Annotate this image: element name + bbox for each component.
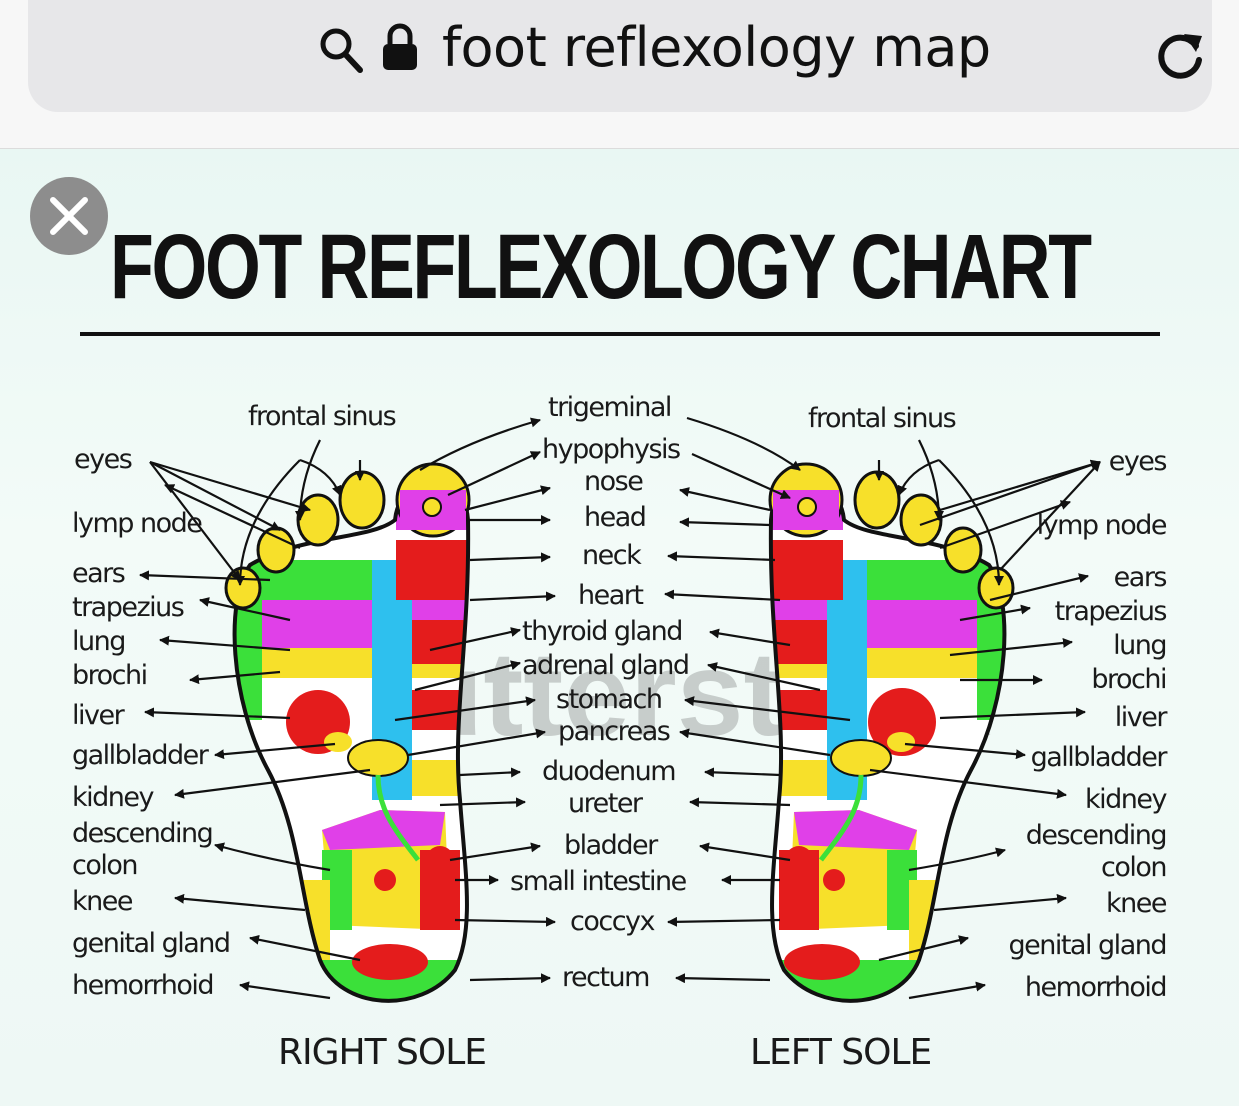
- label-descending-right: descending: [72, 818, 212, 849]
- address-bar[interactable]: foot reflexology map: [28, 0, 1212, 112]
- label-colon-left: colon: [1101, 852, 1166, 883]
- label-trigeminal: trigeminal: [548, 392, 671, 423]
- label-head: head: [584, 502, 645, 533]
- label-ears-left: ears: [1114, 562, 1167, 593]
- right-sole-label: RIGHT SOLE: [278, 1032, 486, 1073]
- label-adrenal-gland: adrenal gland: [522, 650, 688, 681]
- leader-lines: [139, 416, 1101, 1000]
- label-thyroid-gland: thyroid gland: [522, 616, 682, 647]
- label-hemorrhoid-right: hemorrhoid: [72, 970, 213, 1001]
- label-liver-left: liver: [1115, 702, 1169, 733]
- label-genital-gland-left: genital gland: [1008, 930, 1166, 961]
- label-pancreas: pancreas: [558, 716, 670, 747]
- label-descending-left: descending: [1026, 820, 1166, 851]
- label-gallbladder-right: gallbladder: [72, 740, 210, 771]
- label-ears-right: ears: [72, 558, 125, 589]
- label-knee-left: knee: [1106, 888, 1167, 919]
- label-kidney-left: kidney: [1085, 784, 1167, 815]
- label-liver-right: liver: [72, 700, 126, 731]
- label-brochi-right: brochi: [72, 660, 147, 691]
- label-nose: nose: [584, 466, 643, 497]
- label-bladder: bladder: [564, 830, 659, 861]
- label-brochi-left: brochi: [1091, 664, 1166, 695]
- label-lung-left: lung: [1113, 630, 1166, 661]
- image-viewer: FOOT REFLEXOLOGY CHART shutterstock: [0, 149, 1239, 1106]
- reload-icon[interactable]: [1150, 24, 1210, 84]
- label-hypophysis: hypophysis: [542, 434, 680, 465]
- title-underline: [80, 332, 1160, 336]
- lock-icon: [383, 23, 417, 70]
- close-button[interactable]: [30, 177, 108, 255]
- url-text[interactable]: foot reflexology map: [442, 16, 991, 79]
- close-icon: [50, 197, 88, 235]
- label-frontal-sinus-left: frontal sinus: [808, 403, 956, 434]
- left-sole-label: LEFT SOLE: [750, 1032, 931, 1073]
- label-hemorrhoid-left: hemorrhoid: [1025, 972, 1166, 1003]
- label-heart: heart: [578, 580, 643, 611]
- label-genital-gland-right: genital gland: [72, 928, 230, 959]
- label-colon-right: colon: [72, 850, 137, 881]
- label-trapezius-right: trapezius: [72, 592, 184, 623]
- left-sole-foot: [768, 462, 1015, 1003]
- label-eyes-left: eyes: [1109, 446, 1167, 477]
- right-sole-foot: [224, 462, 471, 1003]
- chart-labels: frontal sinus frontal sinus trigeminal h…: [72, 392, 1170, 1073]
- foot-reflexology-illustration: shutterstock: [72, 392, 1170, 1073]
- label-lymp-node-right: lymp node: [72, 508, 202, 539]
- label-coccyx: coccyx: [570, 906, 656, 937]
- label-ureter: ureter: [568, 788, 644, 819]
- label-trapezius-left: trapezius: [1055, 596, 1167, 627]
- label-duodenum: duodenum: [542, 756, 675, 787]
- label-lymp-node-left: lymp node: [1037, 510, 1167, 541]
- browser-toolbar: foot reflexology map: [0, 0, 1239, 149]
- label-stomach: stomach: [556, 684, 661, 715]
- label-knee-right: knee: [72, 886, 133, 917]
- label-neck: neck: [582, 540, 642, 571]
- label-kidney-right: kidney: [72, 782, 154, 813]
- label-small-intestine: small intestine: [510, 866, 687, 897]
- label-gallbladder-left: gallbladder: [1031, 742, 1169, 773]
- search-icon: [320, 28, 363, 73]
- label-lung-right: lung: [72, 626, 125, 657]
- label-eyes-right: eyes: [74, 444, 132, 475]
- label-rectum: rectum: [562, 962, 649, 993]
- label-frontal-sinus-right: frontal sinus: [248, 401, 396, 432]
